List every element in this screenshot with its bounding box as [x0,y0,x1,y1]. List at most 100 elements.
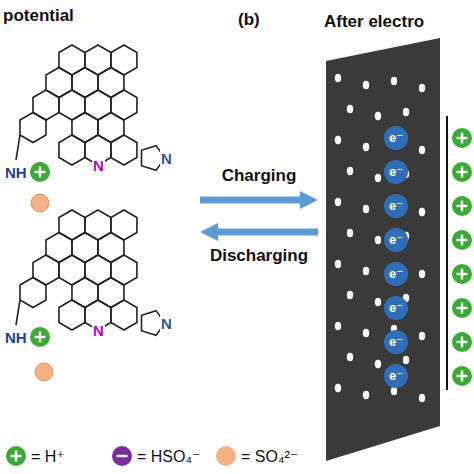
pore-dot [391,77,397,85]
legend-label: = H⁺ [31,447,65,466]
pore-dot [335,322,341,330]
proton-circle [30,327,50,347]
pore-dot [375,298,381,306]
plus-sign [39,332,41,343]
proton-circle [30,162,50,182]
pore-dot [403,170,409,178]
panel-letter: (b) [238,10,260,30]
proton-circle [452,128,472,148]
proton-circle [452,196,472,216]
pore-dot [375,174,381,182]
pore-dot [403,108,409,116]
pore-dot [363,205,369,213]
pore-dot [363,81,369,89]
aromatic-ring [59,135,85,165]
electron-circle: e⁻ [384,296,408,320]
pore-dot [391,325,397,333]
electrode-sheet: e⁻e⁻e⁻e⁻e⁻e⁻e⁻e⁻After electro [318,6,474,470]
pore-dot [335,74,341,82]
charge-sign [112,446,132,466]
plus-sign [461,201,463,212]
electron-circle: e⁻ [384,126,408,150]
legend-item: = HSO₄⁻ [112,446,200,466]
legend-swatch [112,446,132,466]
pore-dot [403,232,409,240]
pore-dot [363,143,369,151]
pore-dot [391,387,397,395]
aromatic-ring [111,135,137,165]
bond-line [16,135,20,160]
plus-sign [461,303,463,314]
electron-label: e⁻ [389,199,403,213]
electron-circle: e⁻ [384,364,408,388]
electron-circle: e⁻ [384,160,408,184]
legend-item: = SO₄²⁻ [216,446,298,466]
electron-circle: e⁻ [384,262,408,286]
electron-label: e⁻ [389,233,403,247]
pore-dot [403,294,409,302]
aromatic-ring [20,278,46,308]
molecule-structure [16,210,165,347]
bond-line [16,300,20,325]
pore-dot [347,105,353,113]
pore-dot [335,384,341,392]
aromatic-ring [59,300,85,330]
pore-dot [347,229,353,237]
process-arrow [212,229,318,236]
pore-dot [335,198,341,206]
arrow-label: Charging [220,166,299,186]
pore-dot [391,139,397,147]
proton-circle [452,230,472,250]
pore-dot [335,136,341,144]
proton-circle [452,264,472,284]
pore-dot [419,394,425,402]
legend-swatch [216,446,236,466]
electron-label: e⁻ [389,267,403,281]
atom-label: N [92,322,105,339]
electron-label: e⁻ [389,165,403,179]
carbon-sheet [326,38,440,461]
pore-dot [363,391,369,399]
proton-circle [452,366,472,386]
pore-dot [419,332,425,340]
pore-dot [419,270,425,278]
pore-dot [347,353,353,361]
atom-label: N [160,150,173,167]
charge-sign [6,446,26,466]
legend-swatch [6,446,26,466]
pore-dot [391,201,397,209]
plus-sign [39,167,41,178]
plus-sign [461,269,463,280]
plus-sign [461,371,463,382]
molecule-group: NHNNNHNN [0,36,200,388]
aromatic-ring [20,113,46,143]
pore-dot [347,291,353,299]
charge-sign [15,451,17,462]
atom-label: NH [4,164,28,181]
pore-dot [375,236,381,244]
electron-label: e⁻ [389,301,403,315]
pore-dot [419,84,425,92]
double-layer-line [446,116,448,390]
atom-label: N [92,157,105,174]
electron-circle: e⁻ [384,194,408,218]
proton-circle [452,298,472,318]
legend-item: = H⁺ [6,446,65,466]
aromatic-ring [111,300,137,330]
panel-heading: After electro [324,12,424,32]
atom-label: N [160,315,173,332]
pore-dot [419,146,425,154]
pore-dot [363,329,369,337]
electron-circle: e⁻ [384,228,408,252]
plus-sign [461,133,463,144]
electron-label: e⁻ [389,131,403,145]
molecule-structure [16,45,165,182]
pore-dot [363,267,369,275]
sulfate-sphere [31,194,49,212]
proton-circle [452,162,472,182]
pore-dot [391,263,397,271]
sulfate-sphere [35,363,53,381]
legend-label: = HSO₄⁻ [137,447,200,466]
legend-label: = SO₄²⁻ [241,447,298,466]
plus-sign [461,235,463,246]
